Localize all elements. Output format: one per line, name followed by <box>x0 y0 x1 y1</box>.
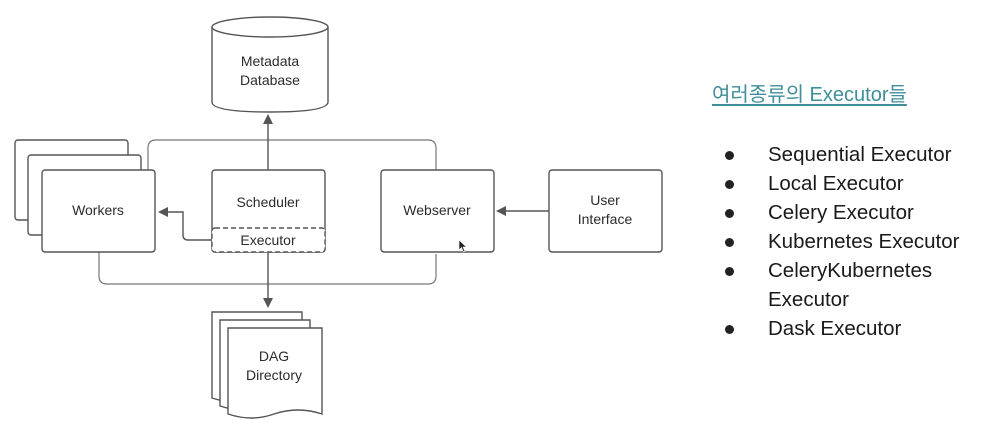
executor-list-item: Local Executor <box>700 169 959 198</box>
executor-types-heading: 여러종류의 Executor들 <box>712 84 907 106</box>
airflow-architecture-diagram: Metadata Database Workers Scheduler Exec… <box>14 16 663 419</box>
user-interface-label-line-2: Interface <box>578 211 633 227</box>
dag-directory-label-line-1: DAG <box>259 348 289 364</box>
user-interface-box: User Interface <box>548 169 663 253</box>
bullet-icon <box>725 238 734 247</box>
dag-directory-label-line-2: Directory <box>246 367 302 383</box>
user-interface-label-line-1: User <box>590 192 620 208</box>
bullet-icon <box>725 267 734 276</box>
executor-label: Executor <box>240 232 296 248</box>
executor-list-item: Celery Executor <box>700 198 959 227</box>
metadata-database: Metadata Database <box>211 16 329 113</box>
workers-stack: Workers <box>14 139 156 253</box>
executor-list-item: Dask Executor <box>700 314 959 343</box>
bullet-icon <box>725 151 734 160</box>
scheduler-label: Scheduler <box>236 194 299 210</box>
database-label-line-1: Metadata <box>241 53 300 69</box>
executor-item-label-continued: Executor <box>768 288 849 311</box>
executor-item-label: Sequential Executor <box>768 143 952 166</box>
webserver-label: Webserver <box>403 202 471 218</box>
executor-item-label: Dask Executor <box>768 317 902 340</box>
executor-item-label: Local Executor <box>768 172 904 195</box>
executor-box: Executor <box>211 227 326 253</box>
executor-list-item: Sequential Executor <box>700 140 959 169</box>
executor-list-item: Kubernetes Executor <box>700 227 959 256</box>
bullet-icon <box>725 180 734 189</box>
webserver-box: Webserver <box>380 169 495 253</box>
dag-directory-doc <box>227 327 323 419</box>
workers-label: Workers <box>72 202 124 218</box>
workers-box <box>41 169 156 253</box>
executor-item-label: Kubernetes Executor <box>768 230 960 253</box>
executor-item-label: Celery Executor <box>768 201 914 224</box>
dag-directory-stack: DAG Directory <box>211 311 323 419</box>
arrow-executor-to-workers <box>158 207 212 241</box>
database-label-line-2: Database <box>240 72 300 88</box>
mouse-cursor-icon <box>458 239 468 253</box>
executor-item-label: CeleryKubernetes <box>768 259 933 282</box>
bullet-icon <box>725 325 734 334</box>
executor-list: Sequential Executor Local Executor Celer… <box>700 140 959 343</box>
bullet-icon <box>725 209 734 218</box>
